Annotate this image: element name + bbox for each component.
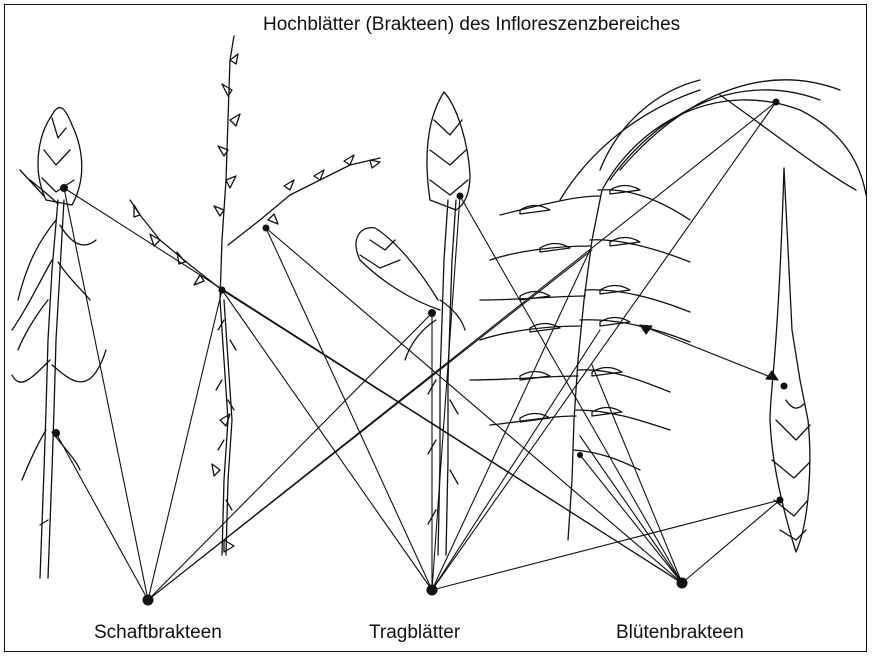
hub-bluetenbrakteen [677, 578, 688, 589]
label-bluetenbrakteen: Blütenbrakteen [616, 622, 744, 644]
hub-schaftbrakteen [143, 595, 154, 606]
plant-5-spikelet [770, 168, 810, 552]
label-schaftbrakteen: Schaftbrakteen [94, 622, 222, 644]
plant-3-spike [356, 92, 470, 555]
connector-lines [56, 102, 780, 600]
label-tragblaetter: Tragblätter [369, 622, 460, 644]
plant-4-awned-spike [470, 80, 866, 540]
bract-markers [52, 99, 788, 606]
hub-tragblaetter [427, 585, 438, 596]
plant-2-raceme [130, 36, 380, 555]
figure-title: Hochblätter (Brakteen) des Infloreszenzb… [263, 14, 680, 36]
plant-1-shoot [12, 108, 106, 578]
